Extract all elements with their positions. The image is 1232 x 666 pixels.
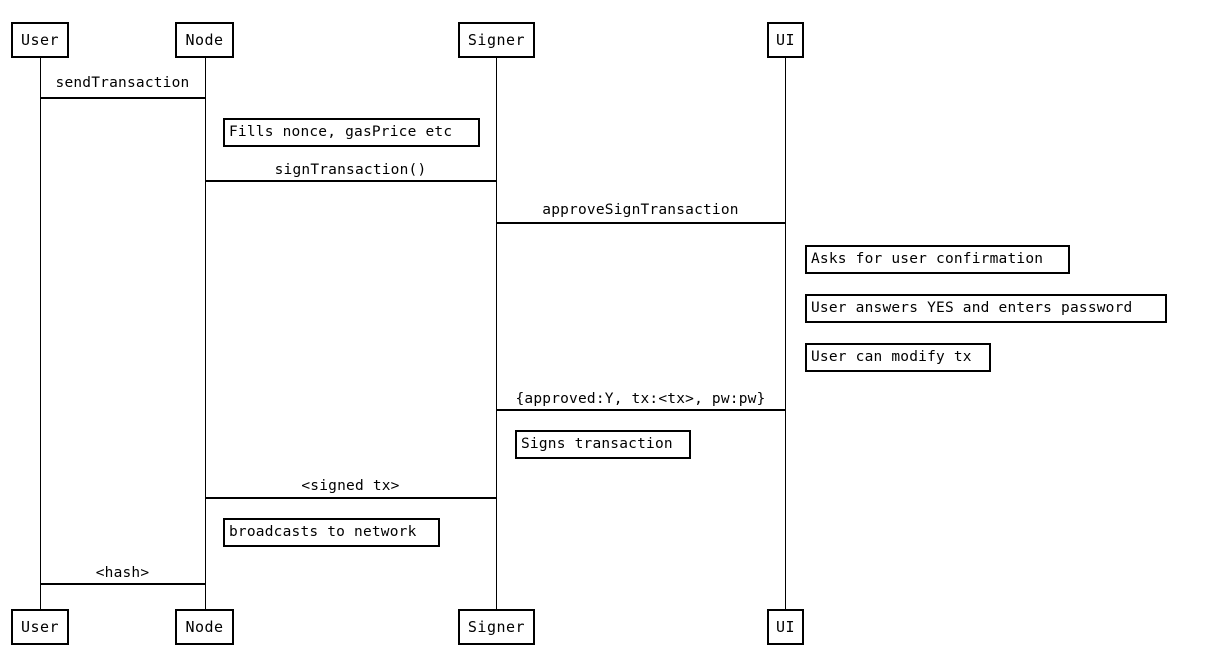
actor-label-ui: UI bbox=[775, 30, 796, 49]
note-text-signs-transaction: Signs transaction bbox=[521, 436, 673, 453]
message-line-approval-response bbox=[496, 409, 785, 411]
note-text-asks-confirmation: Asks for user confirmation bbox=[811, 251, 1044, 268]
message-line-sign-transaction bbox=[205, 180, 496, 182]
note-text-user-can-modify-tx: User can modify tx bbox=[811, 349, 972, 366]
actor-header-signer[interactable]: Signer bbox=[458, 22, 535, 58]
lifeline-ui bbox=[785, 58, 786, 609]
note-user-can-modify-tx: User can modify tx bbox=[805, 343, 991, 372]
actor-footer-signer[interactable]: Signer bbox=[458, 609, 535, 645]
actor-header-user[interactable]: User bbox=[11, 22, 69, 58]
message-label-sign-transaction: signTransaction() bbox=[274, 162, 427, 178]
note-text-fills-nonce: Fills nonce, gasPrice etc bbox=[229, 124, 453, 141]
note-asks-confirmation: Asks for user confirmation bbox=[805, 245, 1070, 274]
lifeline-signer bbox=[496, 58, 497, 609]
actor-footer-ui[interactable]: UI bbox=[767, 609, 804, 645]
actor-label-signer: Signer bbox=[467, 30, 526, 49]
note-text-user-answers-yes: User answers YES and enters password bbox=[811, 300, 1133, 317]
message-line-hash-response bbox=[40, 583, 205, 585]
note-broadcasts-to-network: broadcasts to network bbox=[223, 518, 440, 547]
message-label-approval-response: {approved:Y, tx:<tx>, pw:pw} bbox=[515, 391, 766, 407]
lifeline-user bbox=[40, 58, 41, 609]
message-label-approve-sign-transaction: approveSignTransaction bbox=[542, 202, 739, 218]
actor-label-node: Node bbox=[185, 30, 224, 49]
lifeline-node bbox=[205, 58, 206, 609]
actor-footer-label-signer: Signer bbox=[467, 617, 526, 636]
actor-footer-user[interactable]: User bbox=[11, 609, 69, 645]
message-line-send-transaction bbox=[40, 97, 205, 99]
actor-footer-label-node: Node bbox=[185, 617, 224, 636]
actor-header-ui[interactable]: UI bbox=[767, 22, 804, 58]
actor-footer-node[interactable]: Node bbox=[175, 609, 234, 645]
note-signs-transaction: Signs transaction bbox=[515, 430, 691, 459]
actor-header-node[interactable]: Node bbox=[175, 22, 234, 58]
note-user-answers-yes: User answers YES and enters password bbox=[805, 294, 1167, 323]
message-label-send-transaction: sendTransaction bbox=[55, 75, 190, 91]
note-text-broadcasts-to-network: broadcasts to network bbox=[229, 524, 417, 541]
note-fills-nonce: Fills nonce, gasPrice etc bbox=[223, 118, 480, 147]
actor-footer-label-user: User bbox=[20, 617, 60, 636]
actor-footer-label-ui: UI bbox=[775, 617, 796, 636]
message-label-signed-tx-response: <signed tx> bbox=[301, 478, 400, 494]
message-line-approve-sign-transaction bbox=[496, 222, 785, 224]
message-label-hash-response: <hash> bbox=[95, 565, 150, 581]
message-line-signed-tx-response bbox=[205, 497, 496, 499]
actor-label-user: User bbox=[20, 30, 60, 49]
